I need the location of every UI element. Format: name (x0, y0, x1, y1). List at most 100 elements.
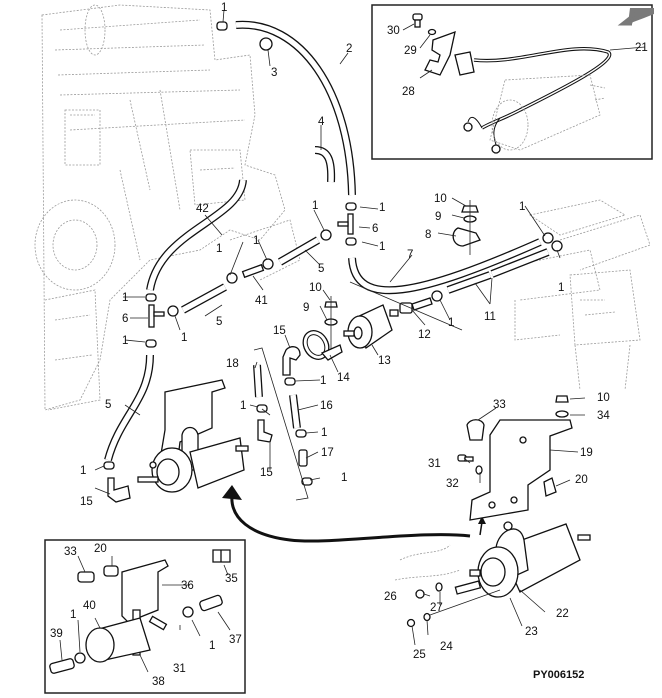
fitting-12 (399, 302, 413, 314)
sub-assembly-bracket (253, 347, 309, 501)
callout-1: 1 (181, 332, 187, 344)
callout-14: 14 (337, 372, 350, 384)
callout-labels: 1 2 3 4 42 1 1 6 1 1 1 5 41 1 6 1 5 1 10… (80, 2, 610, 661)
callout-10: 10 (434, 193, 447, 205)
tee-fitting-6 (148, 304, 155, 328)
fuel-check-valve-17 (298, 449, 308, 467)
callout-1: 1 (320, 375, 326, 387)
inset-hose-39 (49, 658, 75, 674)
inset-callout-37: 37 (229, 634, 242, 646)
washer-34 (555, 410, 569, 418)
callout-1: 1 (379, 202, 385, 214)
clamp (145, 339, 157, 348)
callout-3: 3 (271, 67, 277, 79)
clamp (295, 429, 307, 438)
inset-clip-35 (212, 549, 231, 563)
nut-25 (406, 618, 416, 628)
callout-19: 19 (580, 447, 593, 459)
hoses (104, 20, 550, 462)
callout-33: 33 (493, 399, 506, 411)
callout-10: 10 (597, 392, 610, 404)
callout-1: 1 (122, 335, 128, 347)
callout-34: 34 (597, 410, 610, 422)
harness-connector (454, 51, 475, 76)
callout-13: 13 (378, 355, 391, 367)
bracket-19 (469, 419, 573, 521)
callout-15: 15 (80, 496, 93, 508)
fittings (145, 21, 563, 350)
fuel-pump-main (137, 379, 249, 493)
callout-25: 25 (413, 649, 426, 661)
callout-1: 1 (448, 317, 454, 329)
inset-bolt-31 (148, 615, 168, 631)
callout-1: 1 (341, 472, 347, 484)
inset-callout-33: 33 (64, 546, 77, 558)
nut-26 (415, 589, 425, 599)
callout-1: 1 (122, 292, 128, 304)
callout-21: 21 (635, 42, 648, 54)
view-direction-arrow-icon (617, 8, 654, 26)
bolt-30 (412, 13, 423, 28)
callout-24: 24 (440, 641, 453, 653)
callout-29: 29 (404, 45, 417, 57)
callout-11: 11 (484, 311, 496, 323)
inset-bracket-36 (121, 559, 169, 623)
callout-1: 1 (221, 2, 227, 14)
inset-harness: 30 29 28 21 (371, 4, 654, 160)
clamp (226, 272, 238, 284)
callout-28: 28 (402, 86, 415, 98)
callout-20: 20 (575, 474, 588, 486)
callout-27: 27 (430, 602, 443, 614)
grommet-3 (259, 37, 273, 51)
callout-22: 22 (556, 608, 569, 620)
clamp (345, 202, 357, 211)
callout-1: 1 (216, 243, 222, 255)
callout-23: 23 (525, 626, 538, 638)
callout-1: 1 (80, 465, 86, 477)
inset-callout-1: 1 (209, 640, 215, 652)
callout-1: 1 (558, 282, 564, 294)
clamp (320, 229, 332, 241)
elbow-15 (257, 419, 273, 443)
clip-20 (543, 477, 557, 497)
clamp (145, 293, 157, 302)
inset-callout-20: 20 (94, 543, 107, 555)
callout-15: 15 (260, 467, 273, 479)
callout-6: 6 (372, 223, 378, 235)
callout-7: 7 (407, 249, 413, 261)
clamp (301, 477, 313, 486)
callout-2: 2 (346, 43, 352, 55)
callout-31: 31 (428, 458, 441, 470)
fuel-pump-22 (394, 521, 591, 628)
nut-10 (555, 395, 569, 403)
callout-16: 16 (320, 400, 333, 412)
clamp (256, 404, 268, 413)
elbow-15 (107, 477, 131, 503)
callout-4: 4 (318, 116, 325, 128)
clamp (262, 258, 274, 270)
clamp (284, 377, 296, 386)
clamp (345, 237, 357, 246)
callout-41: 41 (255, 295, 268, 307)
filter-bracket-14 (302, 330, 343, 361)
inset-callout-40: 40 (83, 600, 96, 612)
callout-12: 12 (418, 329, 431, 341)
callout-5: 5 (318, 263, 324, 275)
clip-33 (466, 419, 485, 441)
frame-ghost-outline (514, 199, 651, 391)
washer-24 (423, 612, 431, 622)
callout-17: 17 (321, 447, 334, 459)
callout-5: 5 (216, 316, 222, 328)
clamp (551, 240, 563, 252)
inset-alt-pump (44, 539, 246, 694)
elbow-15 (282, 346, 301, 376)
inset-callout-1: 1 (70, 609, 76, 621)
callout-18: 18 (226, 358, 239, 370)
callout-42: 42 (196, 203, 209, 215)
clamp (542, 232, 554, 244)
figure-id: PY006152 (533, 669, 584, 681)
clamp (103, 461, 115, 470)
inset-callout-31: 31 (173, 663, 186, 675)
callout-15: 15 (273, 325, 286, 337)
